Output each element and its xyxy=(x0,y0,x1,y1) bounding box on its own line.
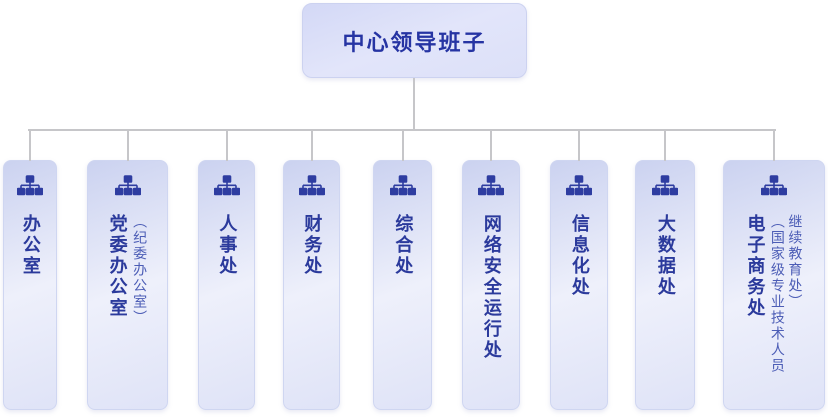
sitemap-icon xyxy=(298,175,325,196)
department-note: （国家级专业技术人员继续教育处） xyxy=(769,214,804,374)
sitemap-icon xyxy=(652,175,678,196)
department-name: 财务处 xyxy=(302,214,323,277)
connector-drop-line xyxy=(126,130,129,161)
department-name: 综合处 xyxy=(393,214,414,277)
department-name: 信息化处 xyxy=(569,214,590,298)
department-card[interactable]: 财务处 xyxy=(283,130,340,410)
department-name: 网络安全运行处 xyxy=(481,214,502,361)
department-text: 信息化处 xyxy=(569,214,590,298)
department-name: 大数据处 xyxy=(655,214,676,298)
root-node-label: 中心领导班子 xyxy=(342,29,487,55)
department-card[interactable]: 信息化处 xyxy=(550,130,608,410)
sitemap-icon xyxy=(114,175,141,196)
connector-drop-line xyxy=(401,130,404,161)
connector-drop-line xyxy=(664,130,666,161)
sitemap-icon xyxy=(17,175,43,196)
connector-drop-line xyxy=(578,130,580,161)
department-text: 办公室 xyxy=(20,214,41,277)
connector-drop-line xyxy=(29,130,31,161)
department-card[interactable]: 党委办公室 （纪委办公室） xyxy=(87,130,168,410)
sitemap-icon xyxy=(478,175,504,196)
root-node[interactable]: 中心领导班子 xyxy=(302,3,527,78)
department-name: 办公室 xyxy=(20,214,41,277)
sitemap-icon xyxy=(566,175,592,196)
department-card[interactable]: 办公室 xyxy=(3,130,57,410)
sitemap-icon xyxy=(213,175,240,196)
department-card[interactable]: 人事处 xyxy=(198,130,255,410)
connector-trunk-line xyxy=(413,78,415,130)
department-card[interactable]: 电子商务处 （国家级专业技术人员继续教育处） xyxy=(723,130,825,410)
department-name: 电子商务处 xyxy=(745,214,766,319)
department-text: 网络安全运行处 xyxy=(481,214,502,361)
department-text: 党委办公室 （纪委办公室） xyxy=(107,214,149,326)
department-text: 财务处 xyxy=(302,214,322,277)
connector-drop-line xyxy=(225,130,228,161)
department-card[interactable]: 综合处 xyxy=(373,130,432,410)
department-name: 党委办公室 xyxy=(107,214,128,319)
connector-drop-line xyxy=(773,130,775,161)
department-name: 人事处 xyxy=(217,214,238,277)
sitemap-icon xyxy=(389,175,416,196)
department-text: 大数据处 xyxy=(655,214,676,298)
department-card[interactable]: 大数据处 xyxy=(635,130,695,410)
department-text: 人事处 xyxy=(217,214,237,277)
sitemap-icon xyxy=(761,175,787,196)
connector-drop-line xyxy=(490,130,492,161)
department-note: （纪委办公室） xyxy=(132,214,149,326)
department-card[interactable]: 网络安全运行处 xyxy=(462,130,520,410)
connector-drop-line xyxy=(310,130,313,161)
department-text: 综合处 xyxy=(393,214,413,277)
department-text: 电子商务处 （国家级专业技术人员继续教育处） xyxy=(745,214,804,388)
